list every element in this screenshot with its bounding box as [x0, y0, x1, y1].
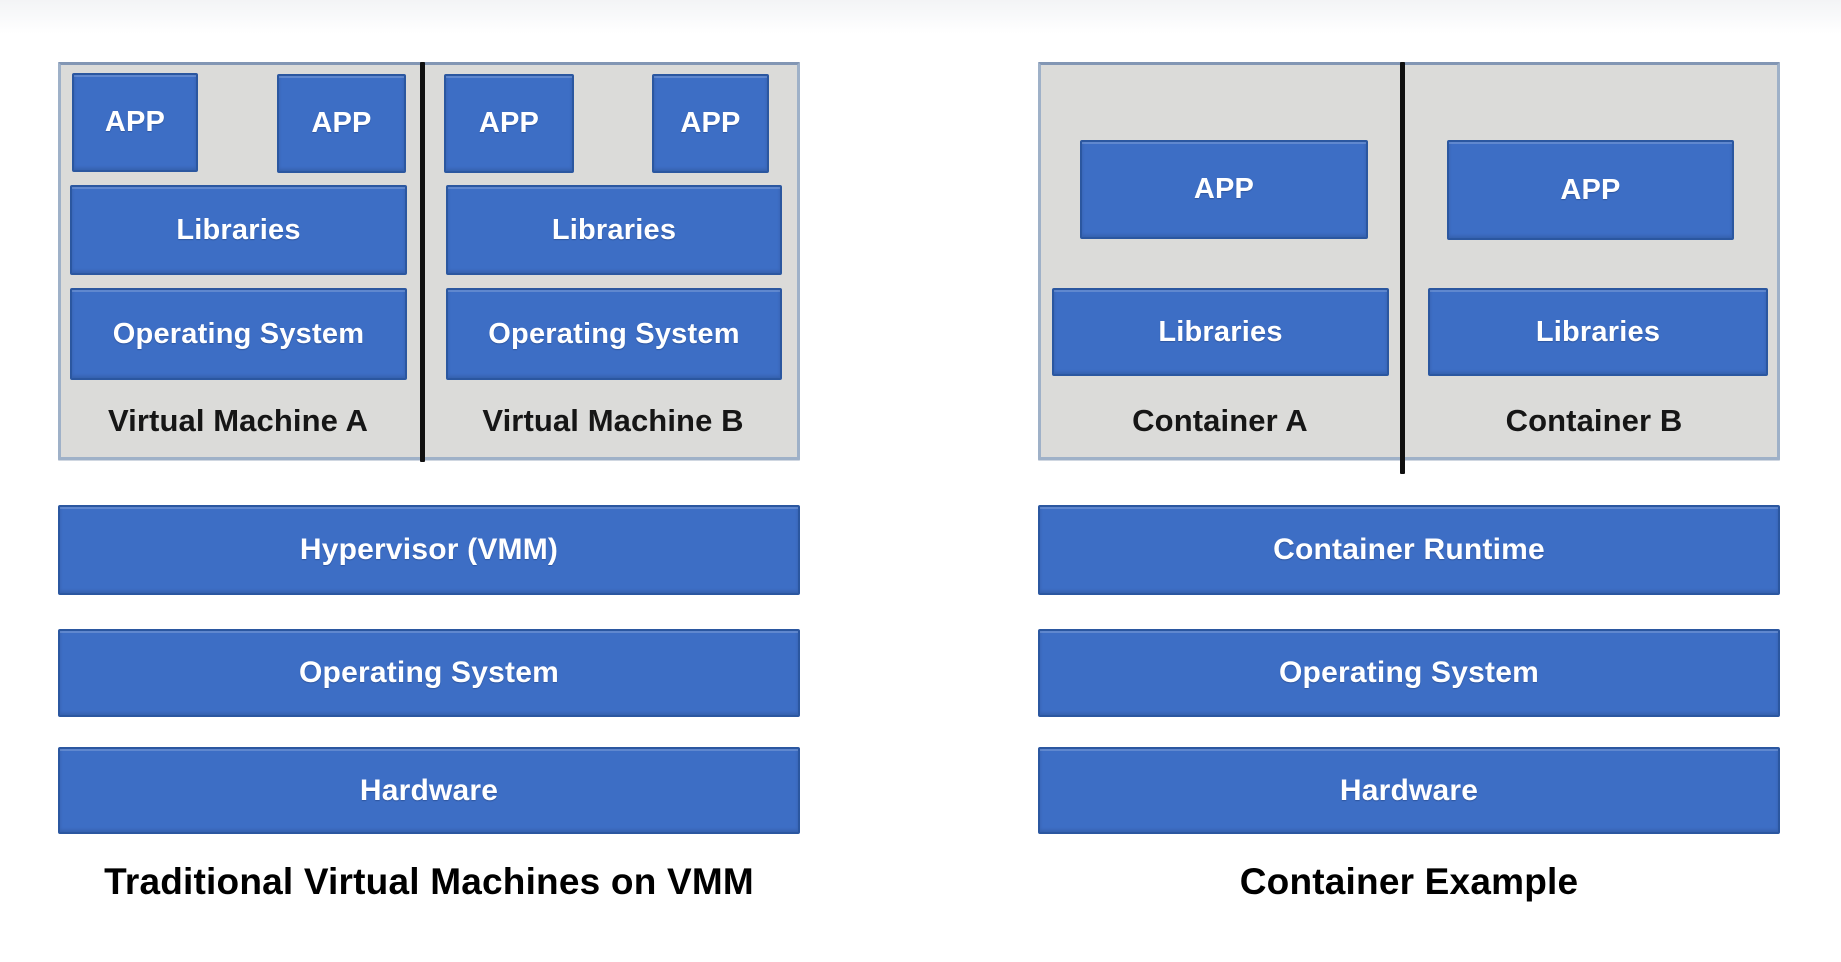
- operating-system-box: Operating System: [70, 288, 407, 380]
- container-group-box: [1038, 62, 1780, 460]
- app-box: APP: [652, 74, 769, 173]
- vm-label: Virtual Machine A: [107, 403, 369, 438]
- libraries-box: Libraries: [1052, 288, 1389, 376]
- vm-label: Virtual Machine B: [482, 403, 744, 438]
- app-box: APP: [1447, 140, 1734, 240]
- libraries-box: Libraries: [446, 185, 782, 275]
- container-label: Container A: [1132, 403, 1308, 438]
- app-box: APP: [72, 73, 198, 172]
- container-diagram-caption: Container Example: [1239, 861, 1579, 902]
- host-os-bar: Operating System: [1038, 629, 1780, 717]
- libraries-box: Libraries: [1428, 288, 1768, 376]
- hypervisor-bar: Hypervisor (VMM): [58, 505, 800, 595]
- app-box: APP: [1080, 140, 1368, 239]
- container-label: Container B: [1505, 403, 1683, 438]
- operating-system-box: Operating System: [446, 288, 782, 380]
- host-os-bar: Operating System: [58, 629, 800, 717]
- libraries-box: Libraries: [70, 185, 407, 275]
- app-box: APP: [277, 74, 406, 173]
- vm-diagram-caption: Traditional Virtual Machines on VMM: [104, 861, 754, 902]
- hardware-bar: Hardware: [58, 747, 800, 834]
- vm-divider-line: [420, 62, 425, 462]
- container-divider-line: [1400, 62, 1405, 474]
- hardware-bar: Hardware: [1038, 747, 1780, 834]
- container-runtime-bar: Container Runtime: [1038, 505, 1780, 595]
- app-box: APP: [444, 74, 574, 173]
